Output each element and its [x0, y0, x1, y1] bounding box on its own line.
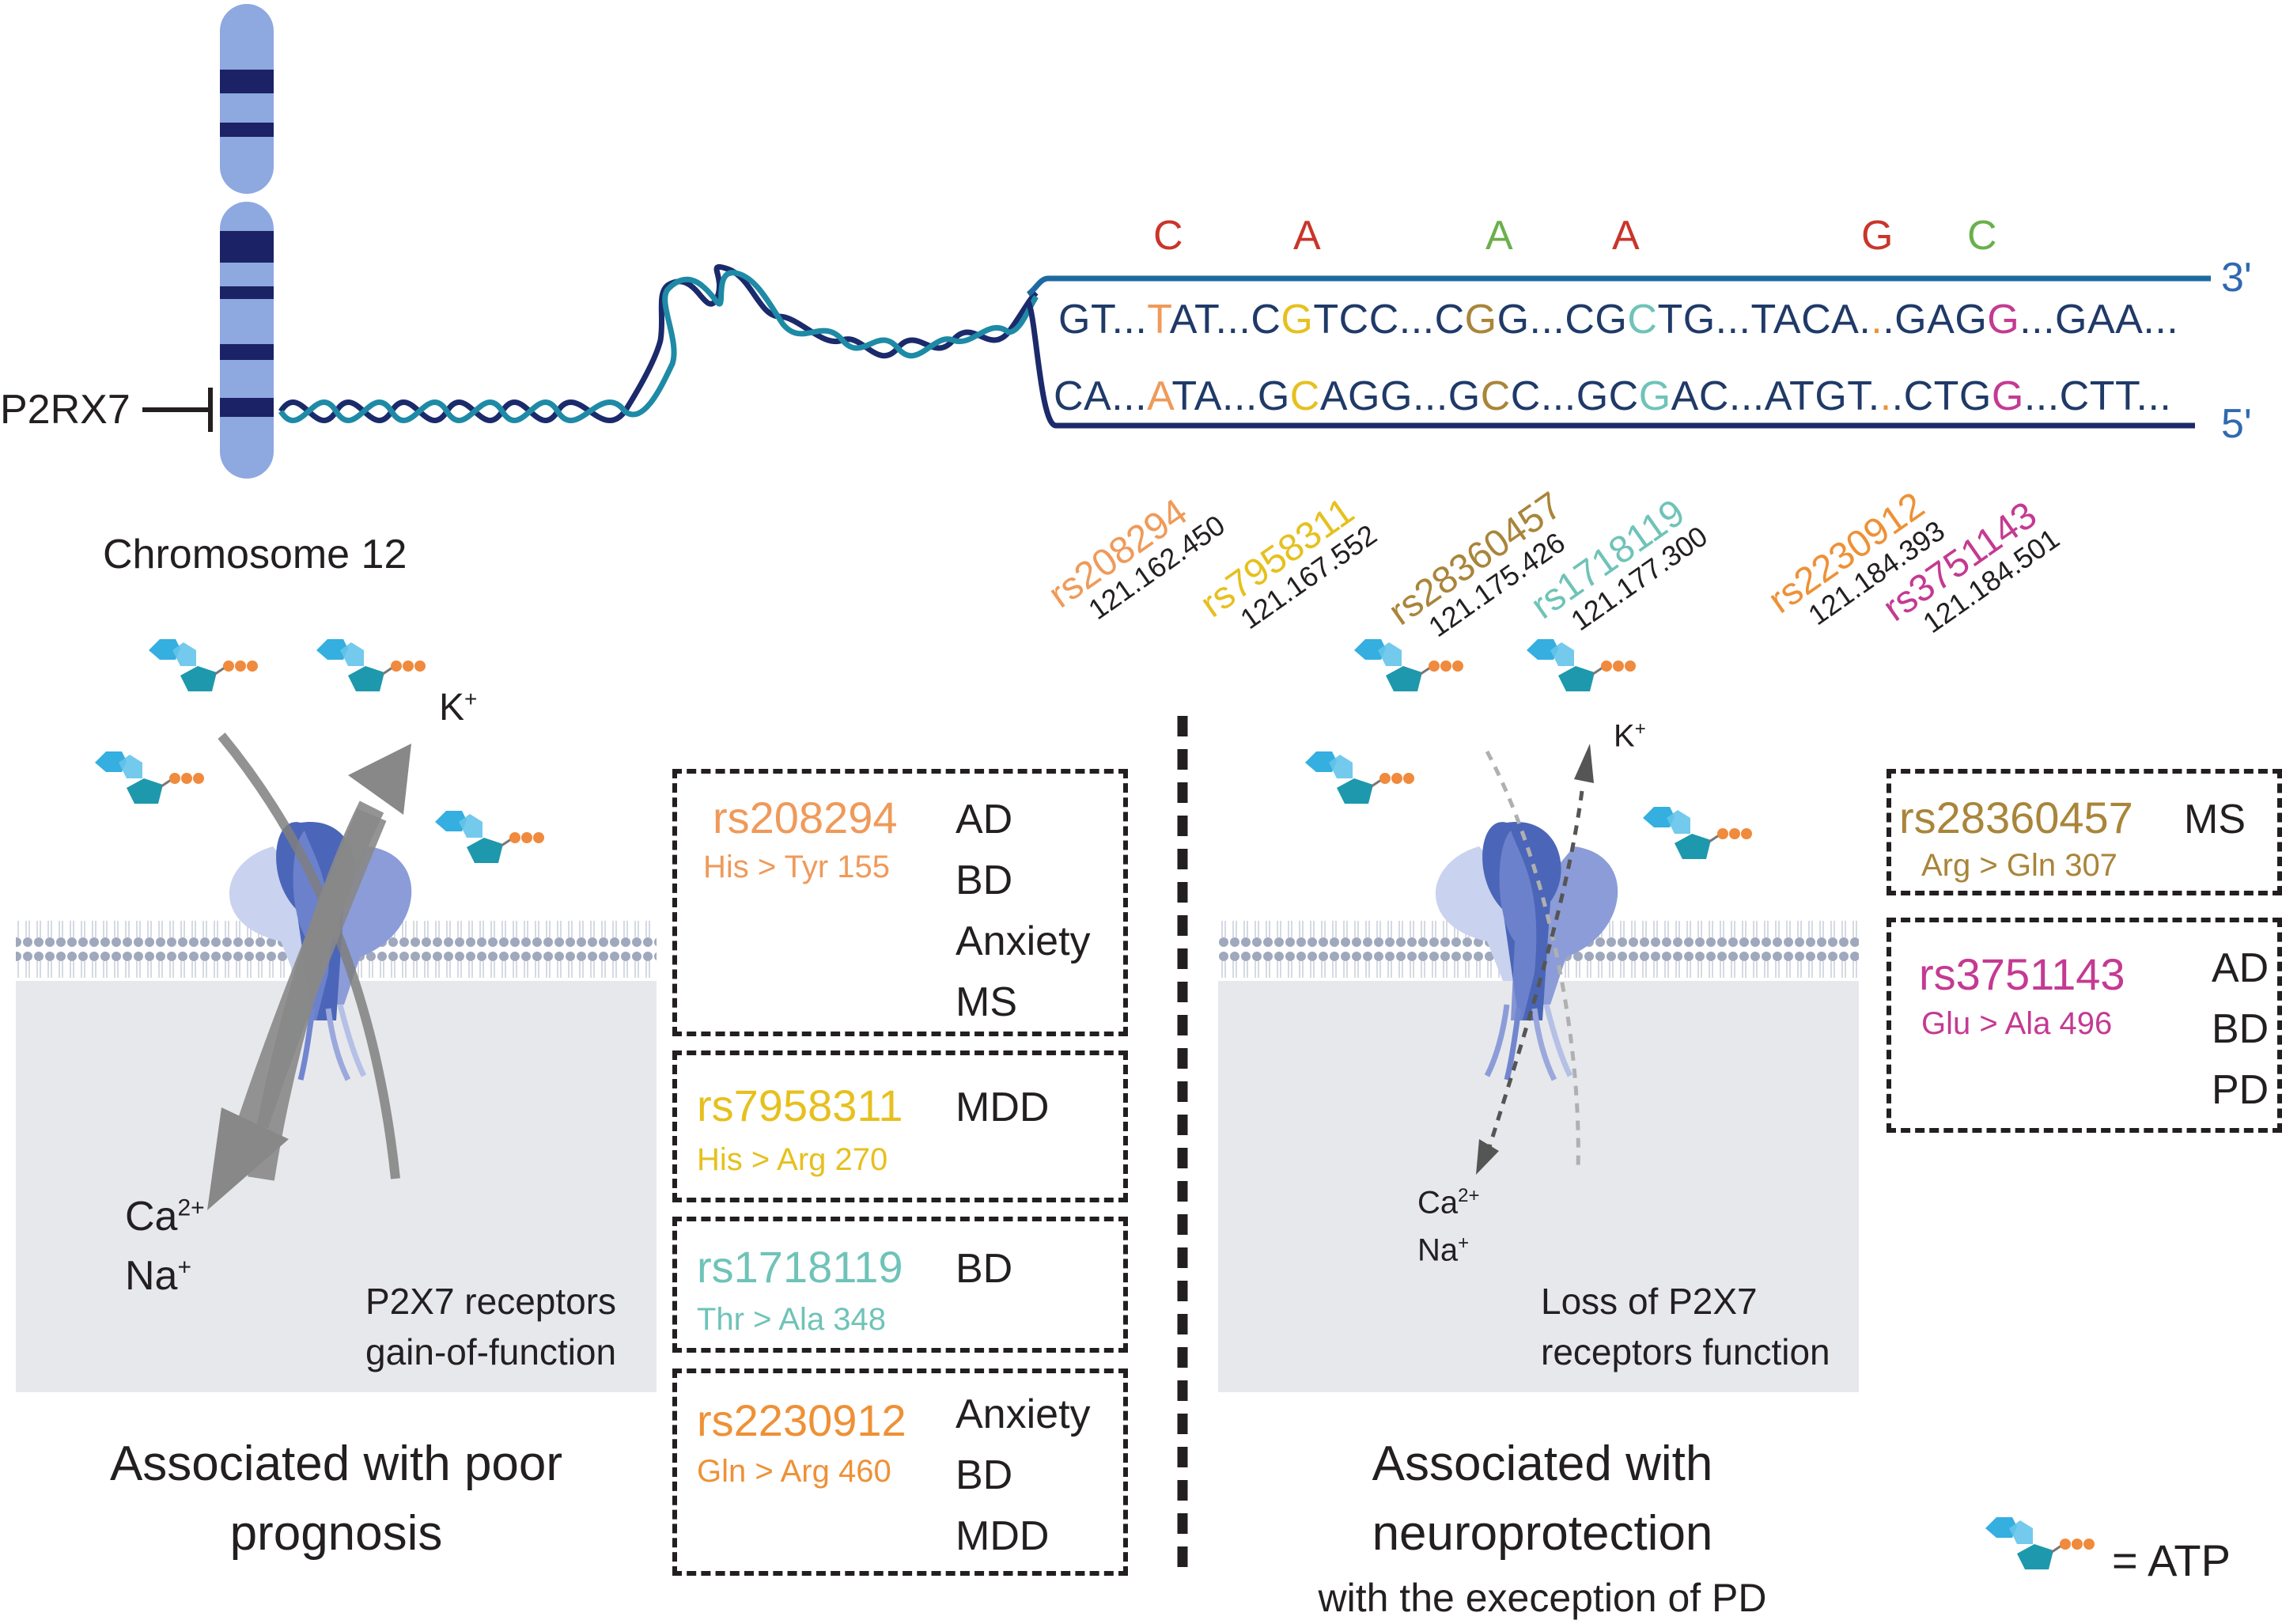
disease-label: AD	[2212, 945, 2269, 991]
right-receptor-caption-1: Loss of P2X7	[1541, 1281, 1758, 1322]
disease-label: BD	[956, 857, 1013, 903]
left-receptor-caption-2: gain-of-function	[365, 1331, 617, 1372]
left-association-line-1: Associated with poor	[109, 1437, 563, 1491]
atp-icon	[315, 638, 427, 693]
disease-label: Anxiety	[956, 1391, 1091, 1437]
gene-label: P2RX7	[0, 387, 131, 433]
right-ca-arrow-icon	[1476, 1139, 1499, 1175]
snp-box-diseases: Anxiety BD MDD	[956, 1384, 1091, 1567]
allele-6: C	[1967, 213, 1997, 259]
disease-label: MS	[956, 979, 1017, 1025]
allele-4: A	[1612, 213, 1640, 259]
snp-box-id: rs28360457	[1899, 793, 2133, 842]
atp-icon	[433, 809, 546, 865]
snp-box-id: rs1718119	[697, 1242, 903, 1292]
disease-label: MDD	[956, 1085, 1050, 1130]
snp-box-change: Arg > Gln 307	[1921, 848, 2117, 883]
snp-box-diseases: BD	[956, 1239, 1012, 1300]
atp-icon	[1641, 805, 1754, 861]
snp-box-change: Thr > Ala 348	[697, 1302, 887, 1337]
snp-box-rs208294: rs208294 His > Tyr 155 AD BD Anxiety MS	[672, 769, 1128, 1036]
snp-box-change: His > Arg 270	[697, 1142, 888, 1177]
allele-3: A	[1485, 213, 1513, 259]
snp-box-id: rs208294	[713, 793, 898, 842]
right-association-line-1: Associated with	[1372, 1437, 1713, 1491]
snp-box-change: Glu > Ala 496	[1921, 1006, 2113, 1041]
snp-box-change: Gln > Arg 460	[697, 1454, 891, 1489]
snp-box-id: rs7958311	[697, 1081, 903, 1130]
snp-box-rs1718119: rs1718119 Thr > Ala 348 BD	[672, 1217, 1128, 1353]
atp-icon	[147, 638, 259, 693]
disease-label: BD	[956, 1246, 1013, 1292]
right-k-arrow-icon	[1574, 744, 1594, 783]
snp-box-id: rs2230912	[697, 1395, 906, 1445]
right-association-line-3: with the exeception of PD	[1318, 1576, 1767, 1620]
dna-bottom-strand	[1025, 301, 2195, 429]
right-na-ion-label: Na+	[1417, 1232, 1470, 1268]
disease-label: PD	[2212, 1067, 2269, 1113]
allele-1: C	[1153, 213, 1183, 259]
snp-box-diseases: MDD	[956, 1077, 1049, 1138]
right-receptor-caption-2: receptors function	[1541, 1331, 1830, 1372]
k-efflux-arrow-icon	[348, 744, 411, 815]
atp-icon	[93, 750, 206, 805]
disease-label: BD	[2212, 1006, 2269, 1052]
disease-label: Anxiety	[956, 918, 1091, 964]
strand-end-5prime: 5'	[2221, 401, 2252, 447]
left-k-ion-label: K+	[439, 687, 478, 729]
atp-icon	[1304, 750, 1416, 805]
snp-box-id: rs3751143	[1919, 949, 2125, 999]
atp-icon	[1525, 638, 1637, 693]
strand-end-3prime: 3'	[2221, 255, 2252, 301]
snp-box-rs7958311: rs7958311 His > Arg 270 MDD	[672, 1050, 1128, 1202]
atp-icon	[1353, 638, 1465, 693]
chromosome-icon	[220, 4, 274, 479]
legend-atp-icon	[1984, 1516, 2096, 1571]
disease-label: MDD	[956, 1513, 1050, 1559]
allele-2: A	[1293, 213, 1321, 259]
right-cytoplasm	[1218, 981, 1859, 1392]
left-na-ion-label: Na+	[125, 1253, 192, 1299]
snp-box-rs28360457: rs28360457 Arg > Gln 307 MS	[1887, 769, 2282, 895]
right-association-line-2: neuroprotection	[1372, 1506, 1713, 1561]
snp-box-rs3751143: rs3751143 Glu > Ala 496 AD BD PD	[1887, 918, 2282, 1133]
disease-label: BD	[956, 1452, 1013, 1498]
disease-label: MS	[2184, 797, 2246, 842]
disease-label: AD	[956, 797, 1013, 842]
left-receptor-caption-1: P2X7 receptors	[365, 1281, 617, 1322]
snp-box-rs2230912: rs2230912 Gln > Arg 460 Anxiety BD MDD	[672, 1368, 1128, 1576]
dna-top-strand	[1026, 275, 2211, 297]
snp-box-diseases: AD BD PD	[2212, 938, 2269, 1121]
chromosome-label: Chromosome 12	[103, 532, 407, 577]
ca-influx-arrow-icon	[207, 1107, 289, 1210]
right-ion-flux-arrows	[1485, 750, 1584, 1172]
snp-box-diseases: AD BD Anxiety MS	[956, 789, 1091, 1033]
right-k-ion-label: K+	[1614, 718, 1646, 754]
left-ion-flux-arrows	[207, 733, 411, 1210]
snp-box-diseases: MS	[2184, 789, 2246, 850]
top-strand-sequence: GT...TAT...CGTCC...CGG...CGCTG...TACA...…	[1058, 297, 2179, 343]
bottom-strand-sequence: CA...ATA...GCAGG...GCC...GCGAC...ATGT...…	[1054, 373, 2172, 419]
legend-atp-label: = ATP	[2112, 1535, 2231, 1585]
allele-5: G	[1861, 213, 1894, 259]
snp-box-change: His > Tyr 155	[703, 850, 891, 884]
right-ca-ion-label: Ca2+	[1417, 1185, 1480, 1221]
left-association-line-2: prognosis	[229, 1506, 443, 1561]
dna-helix-icon	[278, 263, 1039, 423]
left-ca-ion-label: Ca2+	[125, 1194, 205, 1240]
